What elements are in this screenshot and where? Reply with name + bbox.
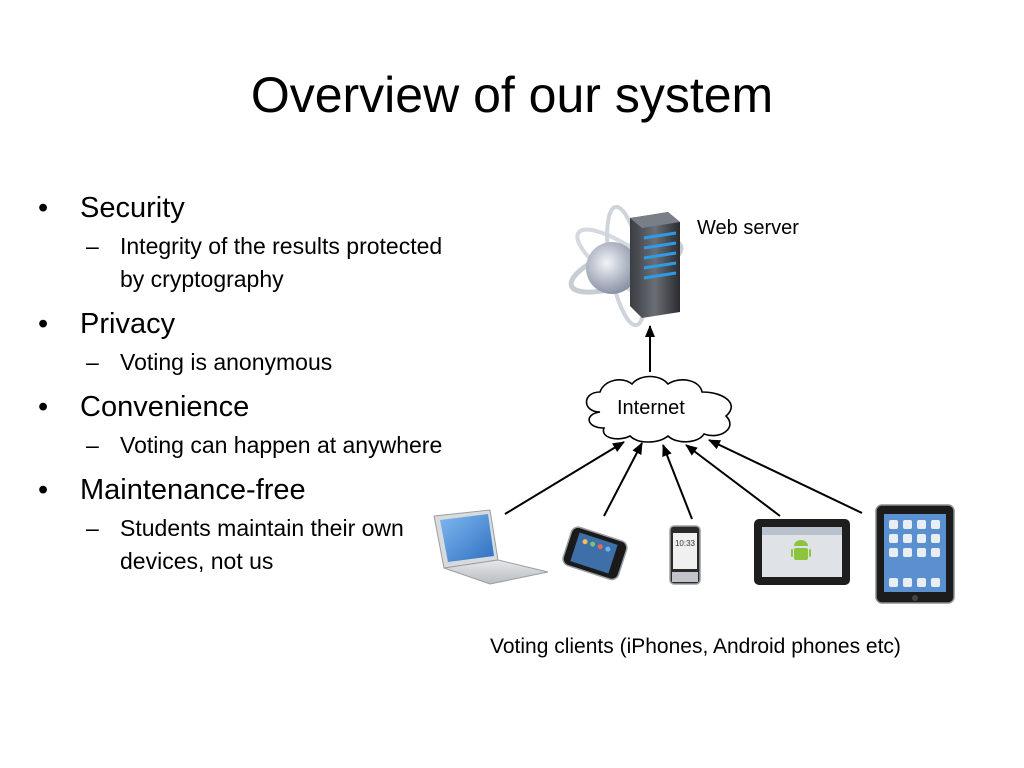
bullet-text: Maintenance-free (80, 474, 306, 506)
htc-phone-icon: 10:33 (669, 525, 701, 585)
bullet-marker: • (38, 474, 49, 506)
android-tablet-icon (754, 519, 850, 585)
sub-bullet-text: Voting is anonymous (120, 349, 333, 375)
bullet-maintenance-free: • Maintenance-free (34, 472, 474, 508)
bullet-list: • Security – Integrity of the results pr… (34, 184, 474, 588)
bullet-marker: • (38, 192, 49, 224)
android-robot-icon (791, 540, 811, 560)
bullet-security: • Security (34, 190, 474, 226)
sub-bullet-security: – Integrity of the results protected by … (86, 230, 474, 296)
sub-bullet-marker: – (86, 432, 99, 458)
arrow-htc-to-internet (662, 444, 693, 520)
sub-bullet-text: Voting can happen at anywhere (120, 432, 443, 458)
arrow-ipad-to-internet (708, 439, 863, 514)
phone-clock-text: 10:33 (675, 539, 696, 548)
bullet-convenience: • Convenience (34, 389, 474, 425)
sub-bullet-marker: – (86, 233, 99, 259)
ipad-icon (875, 504, 955, 604)
sub-bullet-text: Integrity of the results protected by cr… (120, 233, 443, 292)
bullet-marker: • (38, 308, 49, 340)
arrow-tablet-to-internet (685, 444, 781, 517)
voting-clients-label: Voting clients (iPhones, Android phones … (490, 635, 901, 658)
bullet-text: Convenience (80, 391, 250, 423)
sub-bullet-marker: – (86, 349, 99, 375)
internet-label: Internet (617, 397, 685, 419)
bullet-text: Security (80, 192, 185, 224)
bullet-privacy: • Privacy (34, 306, 474, 342)
arrow-iphone-to-internet (603, 442, 643, 517)
sub-bullet-marker: – (86, 515, 99, 541)
sub-bullet-convenience: – Voting can happen at anywhere (86, 429, 474, 462)
arrow-laptop-to-internet (504, 441, 625, 515)
sub-bullet-privacy: – Voting is anonymous (86, 346, 474, 379)
sub-bullet-maintenance-free: – Students maintain their own devices, n… (86, 512, 474, 578)
web-server-icon (568, 204, 684, 328)
laptop-icon (433, 509, 549, 585)
bullet-marker: • (38, 391, 49, 423)
slide-title: Overview of our system (250, 67, 774, 123)
internet-cloud-shape (585, 375, 733, 443)
bullet-text: Privacy (80, 308, 176, 340)
sub-bullet-text: Students maintain their own devices, not… (120, 515, 404, 574)
web-server-label: Web server (697, 217, 799, 239)
iphone-icon (562, 526, 628, 581)
